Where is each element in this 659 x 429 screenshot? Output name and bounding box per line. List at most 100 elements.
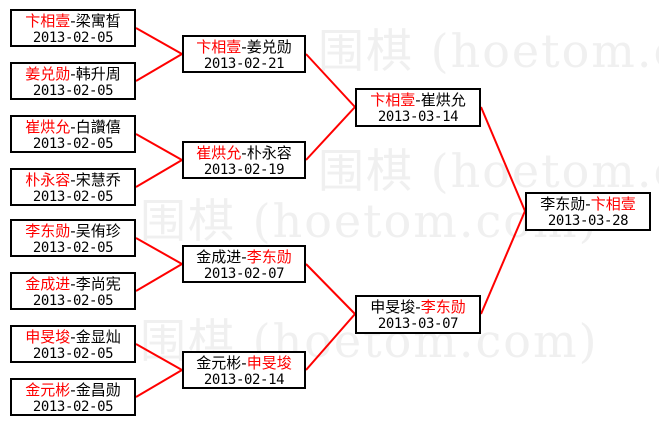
player-separator: - — [70, 275, 76, 293]
winner-name: 卞相壹 — [196, 38, 242, 56]
match-date: 2013-03-28 — [547, 213, 629, 229]
match-date: 2013-02-05 — [32, 30, 114, 46]
winner-name: 李东勋 — [25, 222, 71, 240]
match-players: 金元彬-申旻埈 — [189, 355, 299, 372]
player-separator: - — [70, 222, 76, 240]
match-players: 金成进-李尚宪 — [17, 276, 129, 293]
match-players: 姜兑勋-韩升周 — [17, 66, 129, 83]
connector-line — [135, 237, 183, 265]
match-players: 崔烘允-朴永容 — [189, 145, 299, 162]
match-players: 申旻埈-金显灿 — [17, 329, 129, 346]
connector-line — [135, 343, 183, 371]
loser-name: 宋慧乔 — [75, 171, 121, 189]
connector-line — [305, 106, 356, 161]
player-separator: - — [241, 354, 247, 372]
winner-name: 卞相壹 — [25, 12, 71, 30]
connector-line — [135, 133, 183, 161]
match-players: 李东勋-吴侑珍 — [17, 223, 129, 240]
connector-line — [480, 210, 526, 315]
player-separator: - — [585, 195, 591, 213]
loser-name: 金显灿 — [75, 328, 121, 346]
match-players: 崔烘允-白讚僖 — [17, 119, 129, 136]
match-date: 2013-02-05 — [32, 346, 114, 362]
loser-name: 申旻埈 — [370, 298, 416, 316]
match-date: 2013-02-05 — [32, 240, 114, 256]
connector-line — [305, 53, 356, 108]
match-players: 申旻埈-李东勋 — [362, 299, 474, 316]
player-separator: - — [241, 248, 247, 266]
loser-name: 金元彬 — [196, 354, 242, 372]
connector-line — [480, 106, 526, 212]
loser-name: 吴侑珍 — [75, 222, 121, 240]
winner-name: 朴永容 — [25, 171, 71, 189]
winner-name: 申旻埈 — [246, 354, 292, 372]
player-separator: - — [70, 65, 76, 83]
match-date: 2013-02-05 — [32, 83, 114, 99]
connector-line — [135, 263, 183, 292]
loser-name: 姜兑勋 — [246, 38, 292, 56]
winner-name: 卞相壹 — [590, 195, 636, 213]
player-separator: - — [70, 12, 76, 30]
winner-name: 崔烘允 — [25, 118, 71, 136]
player-separator: - — [241, 144, 247, 162]
winner-name: 姜兑勋 — [25, 65, 71, 83]
match-date: 2013-02-05 — [32, 189, 114, 205]
match-date: 2013-02-05 — [32, 399, 114, 415]
loser-name: 梁寓晳 — [75, 12, 121, 30]
match-players: 卞相壹-崔烘允 — [362, 92, 474, 109]
match-players: 卞相壹-梁寓晳 — [17, 13, 129, 30]
match-date: 2013-03-14 — [377, 109, 459, 125]
match-players: 卞相壹-姜兑勋 — [189, 39, 299, 56]
loser-name: 韩升周 — [75, 65, 121, 83]
player-separator: - — [415, 91, 421, 109]
loser-name: 白讚僖 — [75, 118, 121, 136]
winner-name: 申旻埈 — [25, 328, 71, 346]
player-separator: - — [241, 38, 247, 56]
connector-line — [135, 27, 183, 55]
loser-name: 朴永容 — [246, 144, 292, 162]
match-players: 朴永容-宋慧乔 — [17, 172, 129, 189]
match-players: 李东勋-卞相壹 — [532, 196, 644, 213]
watermark-text: 围棋 (hoetom.com) — [318, 144, 659, 198]
match-date: 2013-02-19 — [203, 162, 285, 178]
winner-name: 金成进 — [25, 275, 71, 293]
connector-line — [135, 369, 183, 398]
winner-name: 金元彬 — [25, 381, 71, 399]
winner-name: 崔烘允 — [196, 144, 242, 162]
player-separator: - — [70, 381, 76, 399]
winner-name: 李东勋 — [420, 298, 466, 316]
match-date: 2013-02-21 — [203, 56, 285, 72]
watermark-text: 围棋 (hoetom.com) — [318, 24, 659, 78]
match-date: 2013-02-05 — [32, 293, 114, 309]
winner-name: 李东勋 — [246, 248, 292, 266]
loser-name: 崔烘允 — [420, 91, 466, 109]
connector-line — [135, 53, 183, 82]
loser-name: 李尚宪 — [75, 275, 121, 293]
match-date: 2013-02-05 — [32, 136, 114, 152]
connector-line — [305, 313, 356, 371]
match-players: 金元彬-金昌勋 — [17, 382, 129, 399]
match-players: 金成进-李东勋 — [189, 249, 299, 266]
match-date: 2013-03-07 — [377, 316, 459, 332]
match-date: 2013-02-07 — [203, 266, 285, 282]
player-separator: - — [70, 328, 76, 346]
player-separator: - — [70, 171, 76, 189]
loser-name: 金成进 — [196, 248, 242, 266]
player-separator: - — [415, 298, 421, 316]
